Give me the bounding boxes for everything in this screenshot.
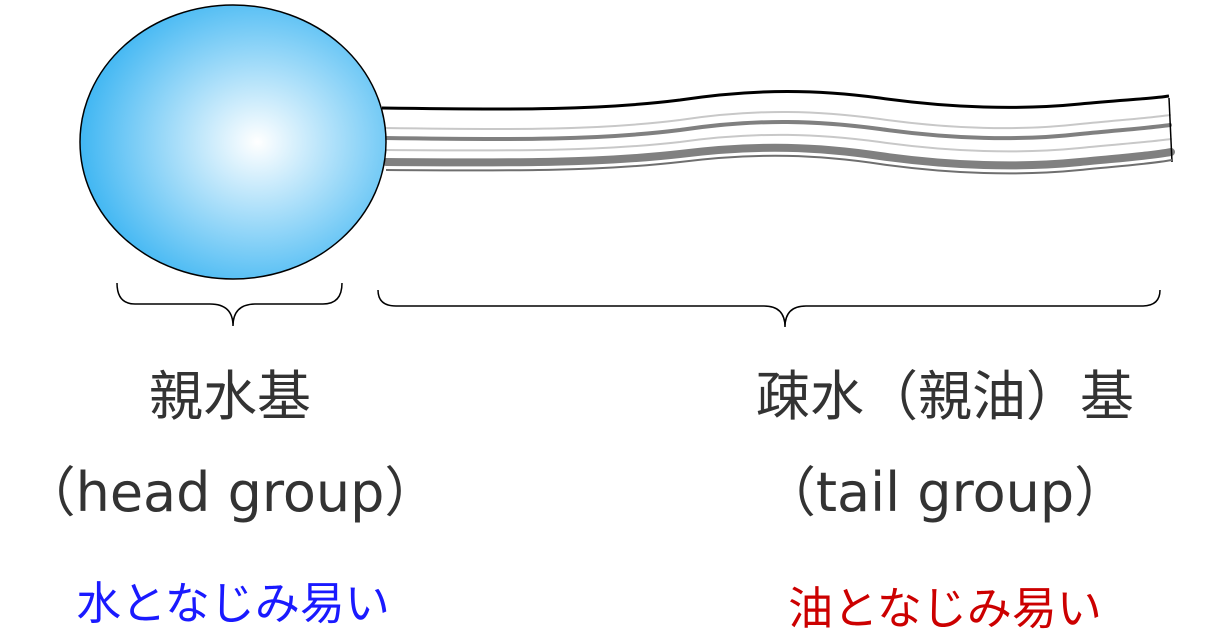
tail-brace xyxy=(377,289,1161,328)
tail-stripe xyxy=(383,110,1171,131)
head-brace xyxy=(116,282,343,327)
head-group-note: 水となじみ易い xyxy=(76,577,390,630)
tail-stripe xyxy=(382,119,1172,142)
hydrophilic-head xyxy=(79,4,387,280)
tail-outline xyxy=(381,90,1170,111)
tail-stripe xyxy=(382,143,1175,170)
tail-group-english-label: （tail group） xyxy=(761,461,1129,524)
head-group-english-label: （head group） xyxy=(21,461,439,524)
hydrophobic-tail xyxy=(381,90,1175,189)
tail-stripe xyxy=(384,133,1172,153)
tail-group-label: 疎水（親油）基 xyxy=(756,365,1134,428)
tail-bottom-edge xyxy=(385,154,1173,175)
tail-group-note: 油となじみ易い xyxy=(788,582,1102,635)
tail-end xyxy=(1168,97,1173,163)
head-group-label: 親水基 xyxy=(149,365,311,428)
